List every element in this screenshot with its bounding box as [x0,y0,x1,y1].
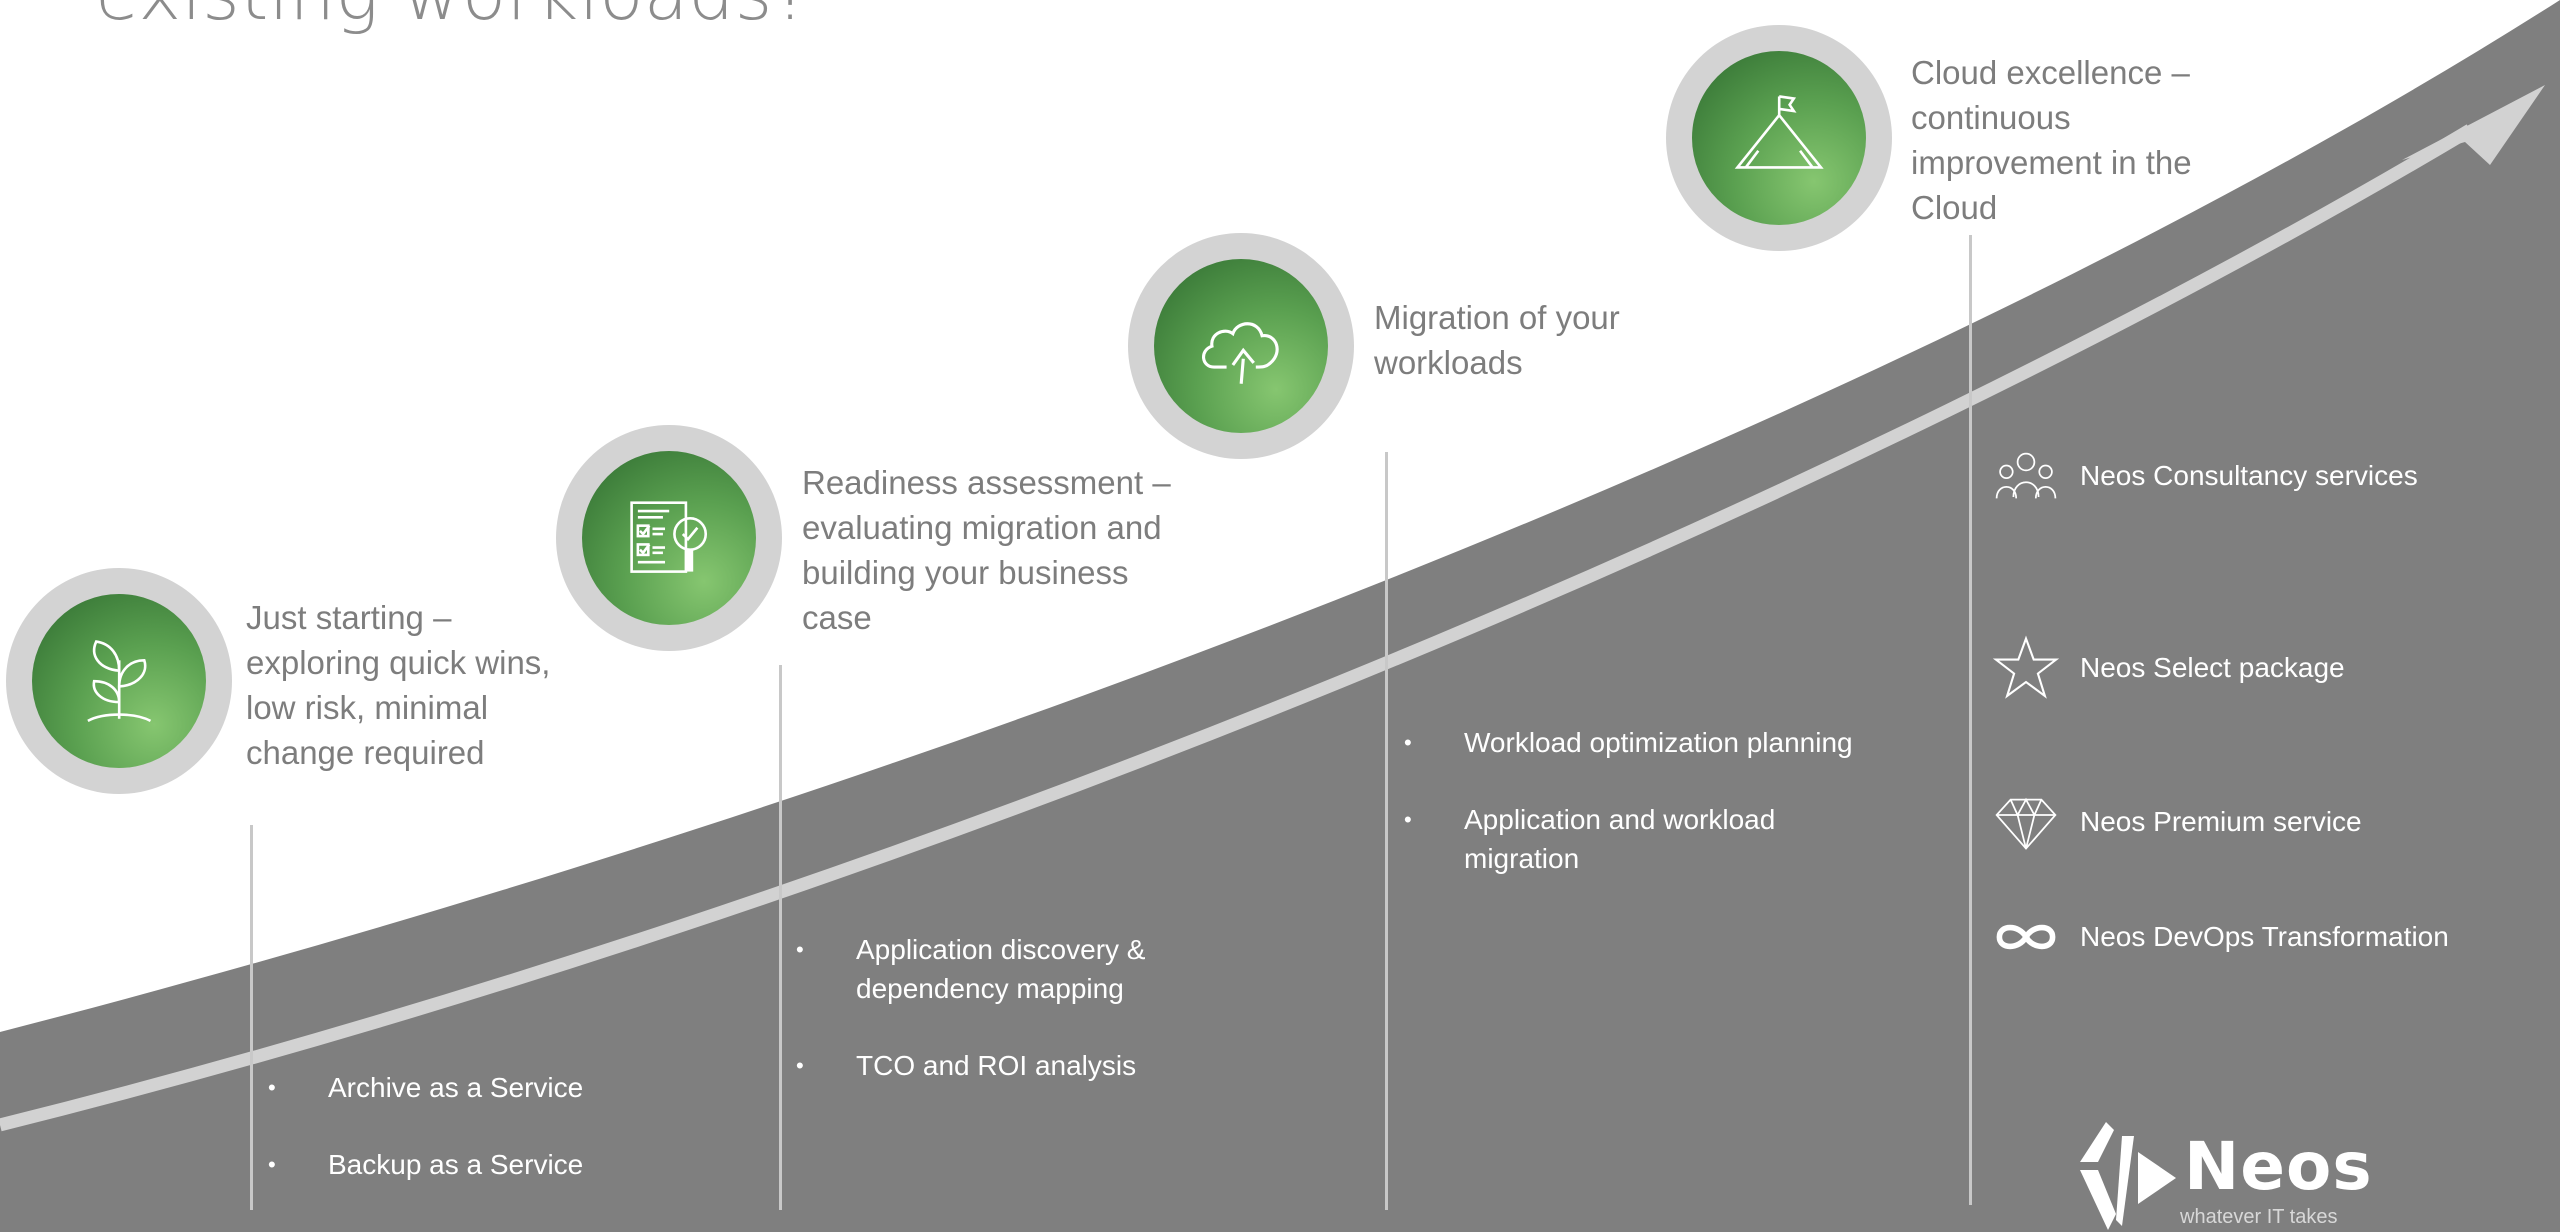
stage-1-connector [250,825,253,1210]
growth-arrow-head [2402,85,2545,165]
bullet-item: Backup as a Service [268,1145,688,1184]
stage-2-title: Readiness assessment – evaluating migrat… [802,464,1171,636]
stage-2-icon-disc [582,451,756,625]
neos-logo: Neos whatever IT takes [2058,1122,2378,1232]
bullet-item: Application and workload migration [1404,800,1874,878]
service-premium: Neos Premium service [1990,786,2362,858]
stage-3-bullets: Workload optimization planning Applicati… [1404,723,1874,916]
bullet-item: Workload optimization planning [1404,723,1874,762]
neos-logo-mark [2080,1122,2176,1230]
service-label: Neos Consultancy services [2080,460,2418,491]
star-icon [1990,632,2062,704]
stage-1-bullets: Archive as a Service Backup as a Service [268,1068,688,1222]
infinity-icon [1990,901,2062,973]
stage-3-title: Migration of your workloads [1374,299,1620,381]
stage-2-bullets: Application discovery & dependency mappi… [796,930,1236,1123]
stage-2-badge [556,425,782,651]
logo-wordmark: Neos [2184,1128,2373,1205]
stage-4-badge [1666,25,1892,251]
growth-arrow-line [0,124,2474,1132]
logo-tagline: whatever IT takes [2180,1206,2338,1228]
stage-1-icon-disc [32,594,206,768]
page-title: existing workloads? [95,0,811,36]
stage-4-title: Cloud excellence – continuous improvemen… [1911,54,2192,226]
sprout-icon [87,639,151,722]
stage-2-connector [779,665,782,1210]
stage-4-icon-disc [1692,51,1866,225]
stage-3-connector [1385,452,1388,1210]
people-group-icon [1990,440,2062,512]
bullet-item: Archive as a Service [268,1068,688,1107]
mountain-flag-icon [1734,94,1824,169]
bullet-item: Application discovery & dependency mappi… [796,930,1236,1008]
checklist-magnifier-icon [630,501,707,573]
service-select: Neos Select package [1990,632,2345,704]
diamond-icon [1990,786,2062,858]
cloud-upload-icon [1201,321,1279,384]
service-label: Neos Premium service [2080,806,2362,837]
stage-4-connector [1969,235,1972,1205]
stage-1-badge [6,568,232,794]
stage-3-icon-disc [1154,259,1328,433]
service-consultancy: Neos Consultancy services [1990,440,2418,512]
service-devops: Neos DevOps Transformation [1990,901,2449,973]
service-label: Neos DevOps Transformation [2080,921,2449,952]
stage-3-badge [1128,233,1354,459]
service-label: Neos Select package [2080,652,2345,683]
bullet-item: TCO and ROI analysis [796,1046,1236,1085]
stage-1-title: Just starting – exploring quick wins, lo… [246,599,551,771]
